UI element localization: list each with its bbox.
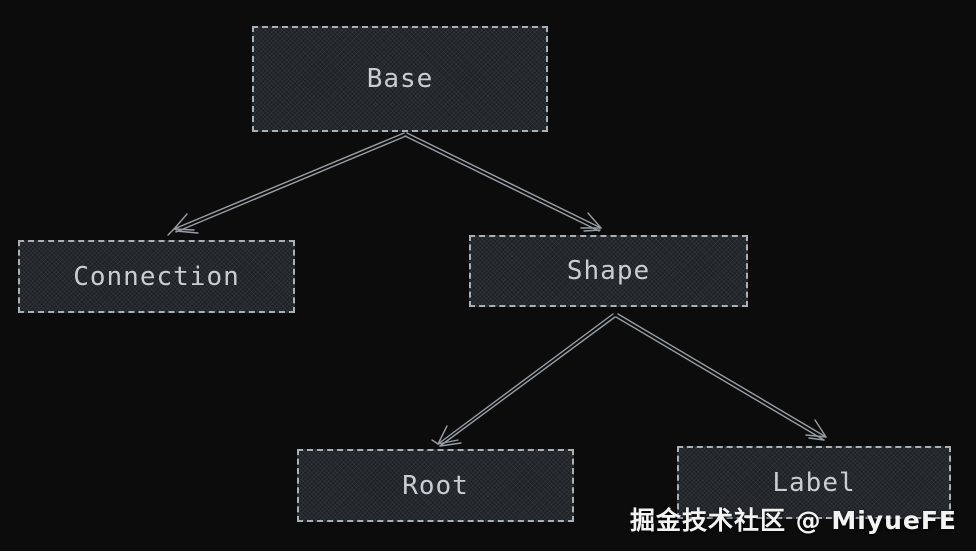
edge-base-to-connection — [167, 132, 407, 236]
node-root-label: Root — [402, 470, 469, 501]
edge-shape-to-root — [431, 313, 616, 447]
node-connection: Connection — [18, 240, 295, 313]
node-base: Base — [252, 26, 548, 132]
watermark: 掘金技术社区 @ MiyueFE — [629, 506, 957, 535]
node-root: Root — [297, 449, 574, 522]
node-shape-label: Shape — [566, 256, 651, 286]
node-label: Label — [677, 446, 951, 519]
node-base-label: Base — [366, 64, 434, 94]
node-shape: Shape — [469, 235, 748, 307]
node-label-label: Label — [772, 467, 856, 498]
edge-shape-to-label — [615, 313, 827, 441]
node-connection-label: Connection — [73, 261, 240, 292]
edge-base-to-shape — [404, 132, 602, 232]
